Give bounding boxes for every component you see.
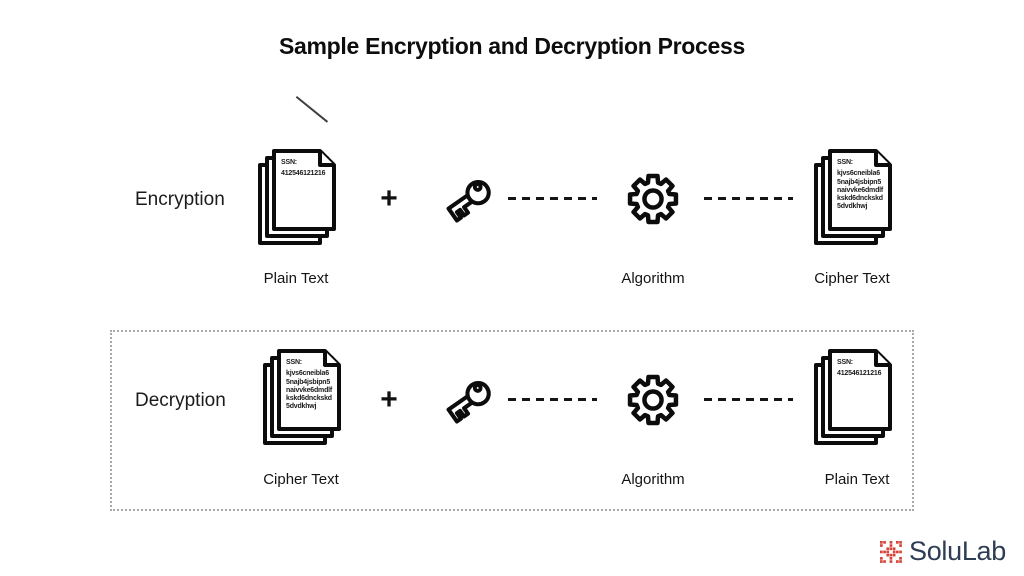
solulab-logo-text: SoluLab [909,536,1006,566]
stray-mark [295,96,329,123]
dashed-connector [508,197,597,200]
encryption-input-label: Plain Text [263,270,329,287]
cipher-line: 5najb4jsbipn5 [837,178,882,186]
solulab-logo-icon [880,541,902,563]
document-stack-icon [263,349,341,445]
cipher-line: naivvke6dmdlf [837,186,884,194]
gear-icon [627,374,679,426]
cipher-line: 5dvdkhwj [837,203,868,211]
document-text: SSN: kjvs6cneibla6 5najb4jsbipn5 naivvke… [286,359,336,412]
encryption-row-label: Encryption [135,189,225,210]
dashed-connector [508,398,597,401]
ssn-heading: SSN: [281,159,297,166]
ssn-value: 412546121216 [837,370,882,378]
document-text: SSN: 412546121216 [281,159,331,179]
encryption-process-label: Algorithm [621,270,685,287]
plus-sign: + [380,383,398,416]
key-icon [446,179,491,223]
document-stack-icon [258,149,336,245]
decryption-process-label: Algorithm [621,471,685,488]
decryption-row-label: Decryption [135,390,226,411]
document-text: SSN: kjvs6cneibla6 5najb4jsbipn5 naivvke… [837,159,887,212]
ssn-heading: SSN: [837,359,853,366]
page-title: Sample Encryption and Decryption Process [278,33,746,59]
decryption-input-label: Cipher Text [263,471,339,488]
cipher-line: kskd6dnckskd [837,195,883,203]
cipher-line: kskd6dnckskd [286,395,332,403]
document-stack-icon [814,349,892,445]
document-text: SSN: 412546121216 [837,359,887,379]
document-stack-icon [814,149,892,245]
cipher-line: 5dvdkhwj [286,403,317,411]
cipher-line: 5najb4jsbipn5 [286,378,331,386]
decryption-input-document: SSN: kjvs6cneibla6 5najb4jsbipn5 naivvke… [263,349,341,445]
decryption-output-document: SSN: 412546121216 [814,349,892,445]
cipher-line: naivvke6dmdlf [286,386,333,394]
ssn-heading: SSN: [837,159,853,166]
dashed-connector [704,197,793,200]
ssn-value: 412546121216 [281,170,326,178]
encryption-output-document: SSN: kjvs6cneibla6 5najb4jsbipn5 naivvke… [814,149,892,245]
encryption-input-document: SSN: 412546121216 [258,149,336,245]
decryption-section-border [110,330,914,511]
decryption-output-label: Plain Text [824,471,890,488]
encryption-output-label: Cipher Text [814,270,890,287]
key-icon [446,380,491,424]
plus-sign: + [380,182,398,215]
ssn-heading: SSN: [286,359,302,366]
cipher-line: kjvs6cneibla6 [286,370,329,378]
dashed-connector [704,398,793,401]
gear-icon [627,173,679,225]
cipher-line: kjvs6cneibla6 [837,170,880,178]
